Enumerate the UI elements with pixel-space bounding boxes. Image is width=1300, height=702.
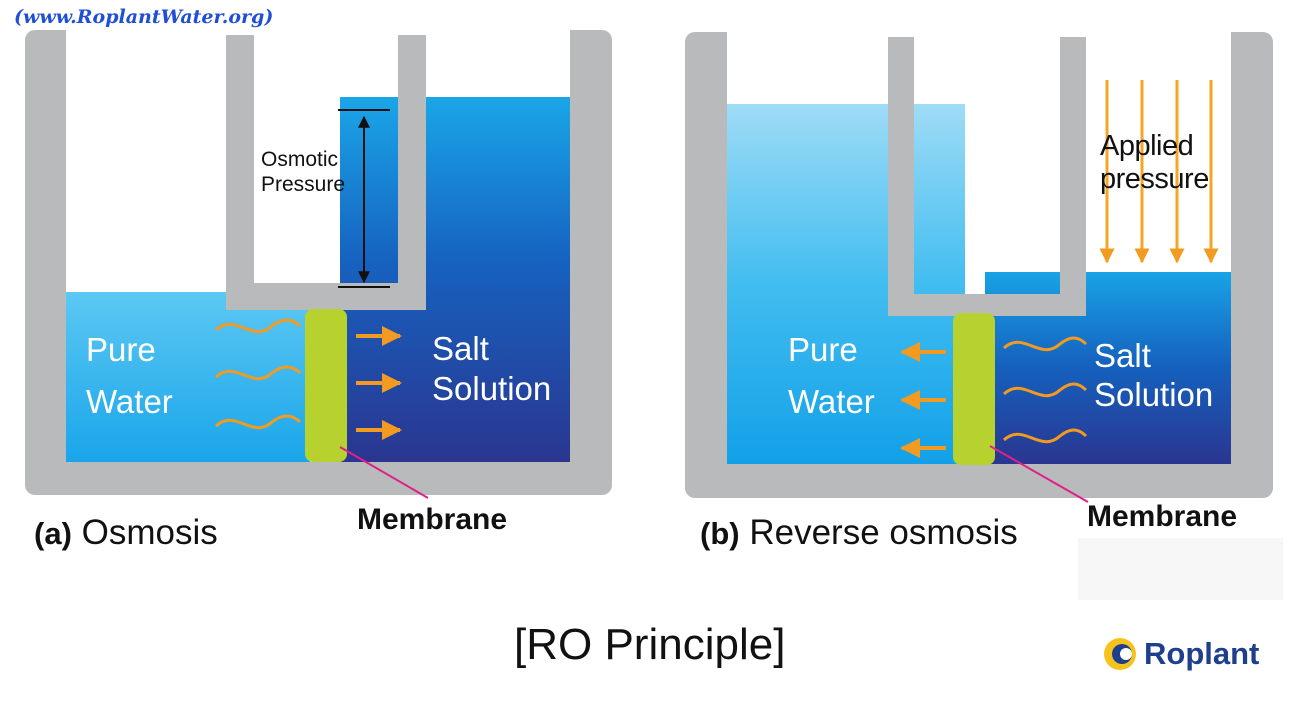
salt-solution-a	[340, 97, 570, 462]
pure-water-a	[66, 292, 310, 462]
membrane-label-b: Membrane	[1087, 500, 1238, 533]
panel-a	[25, 30, 612, 499]
panel-b	[685, 32, 1273, 503]
water-line2-b: Water	[788, 383, 875, 420]
pure-line1-b: Pure	[788, 331, 858, 368]
caption-a: (a) Osmosis	[34, 513, 218, 553]
water-line2-a: Water	[86, 383, 173, 420]
roplant-logo-text: Roplant	[1144, 636, 1260, 671]
page-title: [RO Principle]	[514, 620, 786, 669]
background-patch	[1078, 538, 1283, 600]
solution-line2-b: Solution	[1094, 376, 1214, 413]
wave-a-1	[214, 318, 302, 334]
wave-b-3	[1002, 428, 1088, 444]
caption-b-text: Reverse osmosis	[749, 513, 1018, 552]
membrane-a	[305, 309, 347, 462]
osmotic-pressure-label: Osmotic Pressure	[261, 147, 345, 197]
salt-line1-a: Salt	[432, 330, 489, 367]
membrane-pointer-b	[989, 445, 1089, 503]
inner-column-a	[226, 35, 426, 310]
caption-a-text: Osmosis	[81, 513, 218, 552]
roplant-logo-icon	[1104, 638, 1136, 670]
wave-b-2	[1002, 382, 1088, 398]
osmotic-line1: Osmotic	[261, 148, 339, 171]
wave-a-3	[214, 414, 302, 430]
applied-pressure-label: Applied pressure	[1100, 130, 1209, 196]
website-url[interactable]: (www.RoplantWater.org)	[14, 6, 274, 28]
salt-line1-b: Salt	[1094, 337, 1151, 374]
wave-b-1	[1002, 336, 1088, 352]
caption-b-tag: (b)	[700, 516, 740, 551]
pure-water-label-b: Pure Water	[788, 324, 875, 428]
pure-water-b	[727, 104, 965, 464]
wave-a-2	[214, 365, 302, 381]
applied-line2: pressure	[1100, 163, 1209, 195]
applied-line1: Applied	[1100, 130, 1194, 162]
pure-water-label-a: Pure Water	[86, 324, 173, 428]
osmotic-line2: Pressure	[261, 173, 346, 196]
caption-a-tag: (a)	[34, 516, 72, 551]
pure-line1-a: Pure	[86, 331, 156, 368]
membrane-b	[953, 313, 995, 465]
salt-solution-label-b: Salt Solution	[1094, 336, 1213, 414]
membrane-label-a: Membrane	[357, 503, 508, 536]
inner-column-b	[888, 37, 1086, 316]
membrane-pointer-a	[339, 446, 429, 499]
caption-b: (b) Reverse osmosis	[700, 513, 1018, 553]
salt-solution-label-a: Salt Solution	[432, 329, 551, 409]
solution-line2-a: Solution	[432, 370, 552, 407]
